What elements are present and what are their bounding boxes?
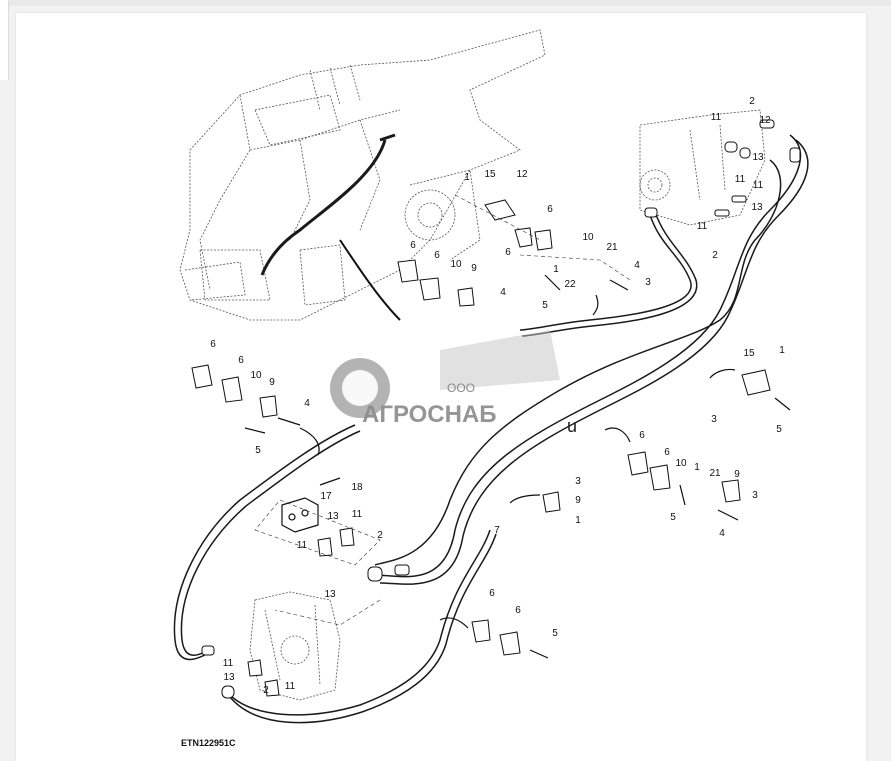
clamp-assemblies xyxy=(191,199,771,697)
callout-3: 3 xyxy=(575,476,581,487)
callout-10: 10 xyxy=(250,370,262,381)
callout-5: 5 xyxy=(255,445,261,456)
hose-lower-loop xyxy=(173,424,361,661)
hose-top-right-lower xyxy=(519,211,698,337)
callout-1: 1 xyxy=(779,345,785,356)
callout-21: 21 xyxy=(709,468,721,479)
callout-11: 11 xyxy=(352,509,363,520)
callout-4: 4 xyxy=(304,398,310,409)
callout-5: 5 xyxy=(776,424,782,435)
callout-2: 2 xyxy=(377,530,383,541)
watermark-logo: ООО АГРОСНАБ u xyxy=(330,330,577,436)
figure-id-label: ETN122951C xyxy=(181,738,236,748)
callout-11: 11 xyxy=(735,174,746,185)
callout-21: 21 xyxy=(606,242,618,253)
callout-13: 13 xyxy=(223,672,235,683)
callout-13: 13 xyxy=(324,589,336,600)
callout-1: 1 xyxy=(464,172,470,183)
callout-5: 5 xyxy=(670,512,676,523)
callout-2: 2 xyxy=(263,685,269,696)
watermark-name: АГРОСНАБ xyxy=(362,401,497,428)
callout-22: 22 xyxy=(564,279,576,290)
callout-11: 11 xyxy=(711,112,722,123)
callout-6: 6 xyxy=(410,240,416,251)
callout-6: 6 xyxy=(515,605,521,616)
callout-7: 7 xyxy=(494,525,500,536)
callout-10: 10 xyxy=(582,232,594,243)
harness-cable-branch xyxy=(379,133,396,142)
callout-9: 9 xyxy=(734,469,740,480)
callout-18: 18 xyxy=(351,482,363,493)
callout-3: 3 xyxy=(645,277,651,288)
watermark-suffix: u xyxy=(567,416,577,436)
callout-4: 4 xyxy=(500,287,506,298)
callout-9: 9 xyxy=(471,263,477,274)
callout-6: 6 xyxy=(664,447,670,458)
left-panel-edge xyxy=(0,0,9,80)
callout-6: 6 xyxy=(434,250,440,261)
callout-5: 5 xyxy=(552,628,558,639)
callout-5: 5 xyxy=(542,300,548,311)
direction-arrows xyxy=(299,294,736,629)
harness-cable xyxy=(260,139,387,276)
bolts xyxy=(244,274,791,659)
callout-3: 3 xyxy=(711,414,717,425)
callout-17: 17 xyxy=(320,491,332,502)
callout-11: 11 xyxy=(297,540,308,551)
callout-9: 9 xyxy=(269,377,275,388)
callout-1: 1 xyxy=(553,264,559,275)
callout-6: 6 xyxy=(238,355,244,366)
hose-bottom xyxy=(224,529,497,724)
callout-13: 13 xyxy=(751,202,763,213)
callout-6: 6 xyxy=(547,204,553,215)
callout-12: 12 xyxy=(759,115,771,126)
callout-11: 11 xyxy=(697,221,708,232)
callout-3: 3 xyxy=(752,490,758,501)
callout-11: 11 xyxy=(223,658,234,669)
callout-13: 13 xyxy=(327,511,339,522)
fittings xyxy=(201,119,801,699)
explode-guides xyxy=(254,194,631,626)
hose-main-right xyxy=(374,159,782,566)
callout-6: 6 xyxy=(210,339,216,350)
callout-6: 6 xyxy=(639,430,645,441)
callout-2: 2 xyxy=(749,96,755,107)
hydraulic-pump-top-right xyxy=(639,109,766,226)
top-strip xyxy=(0,0,891,6)
callout-6: 6 xyxy=(489,588,495,599)
callout-1: 1 xyxy=(694,462,700,473)
valve-block-17 xyxy=(281,497,319,533)
callout-9: 9 xyxy=(575,495,581,506)
watermark-prefix: ООО xyxy=(447,381,475,395)
callout-11: 11 xyxy=(753,180,764,191)
callout-12: 12 xyxy=(516,169,528,180)
callout-4: 4 xyxy=(634,260,640,271)
callout-15: 15 xyxy=(743,348,755,359)
callout-11: 11 xyxy=(285,681,296,692)
hose-7-long xyxy=(374,134,809,585)
callout-10: 10 xyxy=(675,458,687,469)
callout-4: 4 xyxy=(719,528,725,539)
combine-harvester-illustration xyxy=(179,29,546,321)
callout-2: 2 xyxy=(712,250,718,261)
callout-13: 13 xyxy=(752,152,764,163)
callout-6: 6 xyxy=(505,247,511,258)
callout-1: 1 xyxy=(575,515,581,526)
callout-10: 10 xyxy=(450,259,462,270)
callout-15: 15 xyxy=(484,169,496,180)
detail-leader-line xyxy=(339,239,401,321)
